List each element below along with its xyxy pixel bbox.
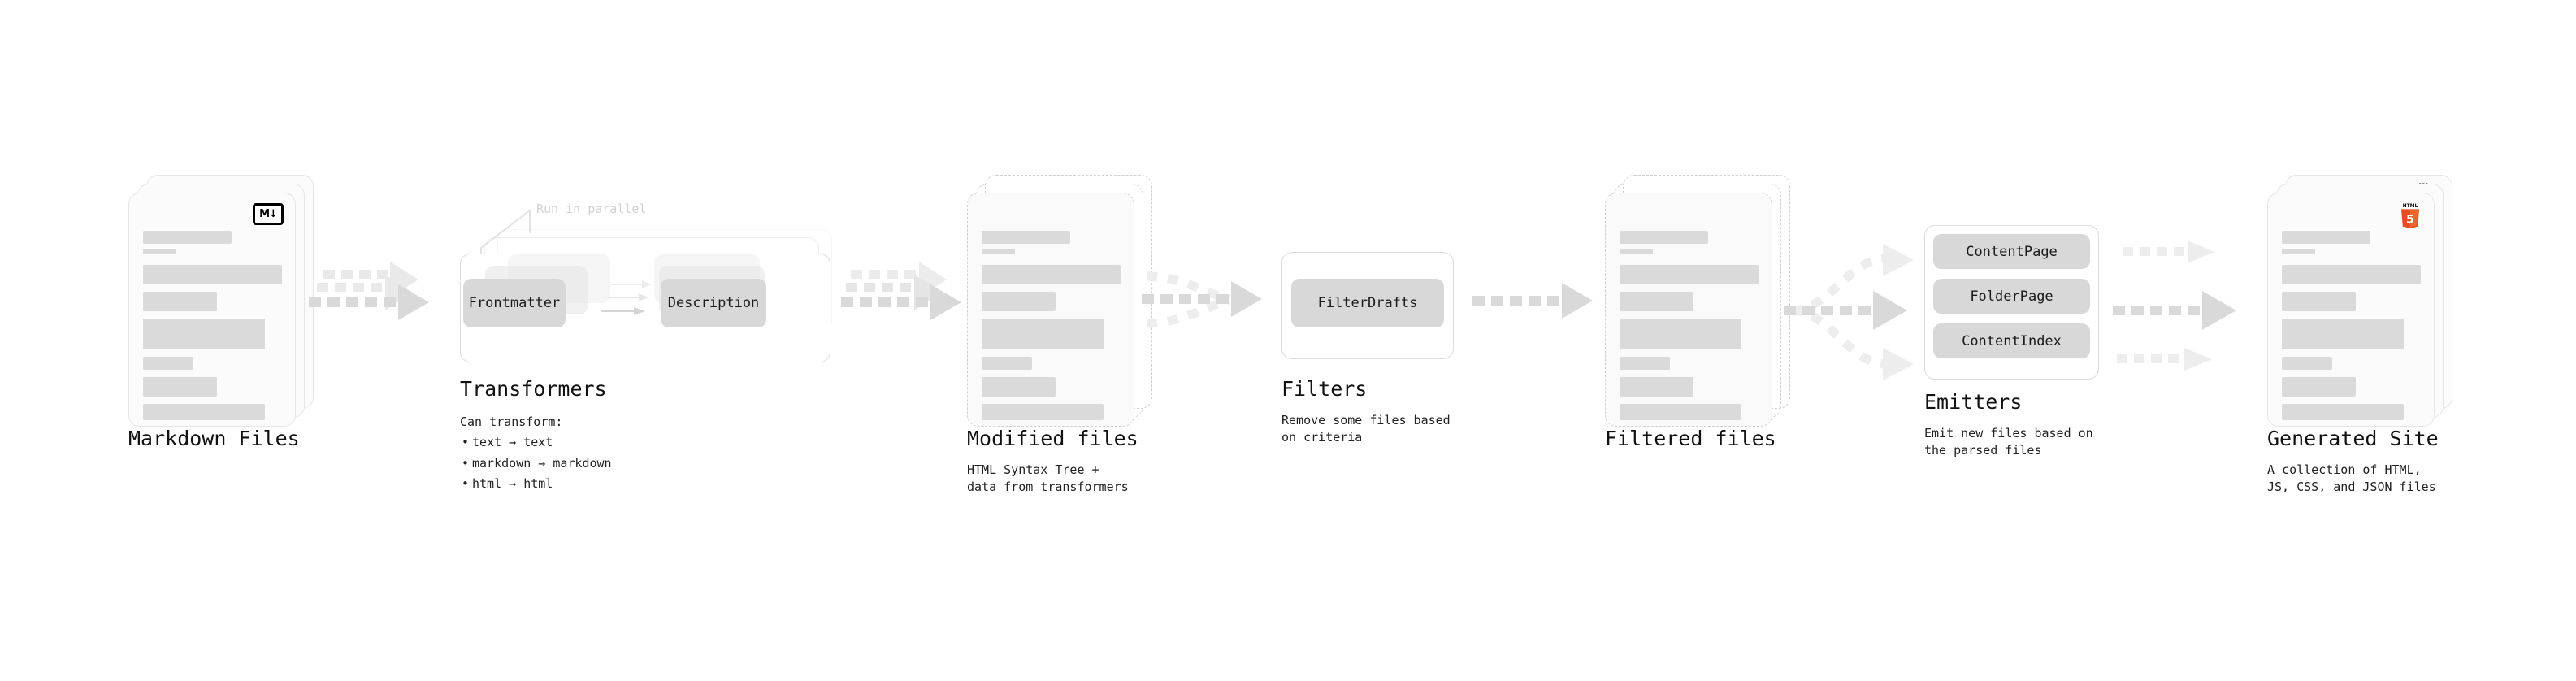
- skeleton-bar: [2282, 404, 2405, 420]
- arrow-emitters-to-site: [2113, 241, 2236, 371]
- modified-card-front: [967, 193, 1134, 427]
- skeleton-bar: [143, 377, 217, 397]
- skeleton-bar: [1620, 231, 1709, 244]
- skeleton-bar: [982, 357, 1032, 370]
- stage-title: Filters: [1281, 377, 1368, 401]
- stage-filtered-files: [1605, 175, 1790, 427]
- filtered-card-front: [1605, 193, 1772, 427]
- skeleton-bar: [2282, 377, 2356, 397]
- markdown-card-front: M↓: [128, 193, 296, 427]
- skeleton-bar: [982, 249, 1016, 254]
- run-in-parallel-label: Run in parallel: [536, 202, 647, 216]
- caption-filters: Filters Remove some files based on crite…: [1281, 377, 1451, 447]
- caption-filtered-files: Filtered files: [1605, 427, 1776, 450]
- stage-title: Markdown Files: [128, 427, 300, 450]
- generated-file-stack: CSS HTML 5: [2267, 175, 2452, 427]
- skeleton-bar: [1620, 404, 1742, 420]
- modified-file-stack: [967, 175, 1152, 427]
- skeleton-bar: [2282, 249, 2316, 254]
- skeleton-bar: [143, 265, 282, 284]
- html-card: HTML 5: [2267, 193, 2435, 427]
- skeleton-bar: [143, 404, 266, 420]
- skeleton-content: [2282, 231, 2421, 420]
- skeleton-bar: [982, 377, 1056, 397]
- skeleton-bar: [982, 231, 1071, 244]
- chip-contentpage[interactable]: ContentPage: [1933, 234, 2090, 269]
- list-item: markdown → markdown: [460, 453, 612, 475]
- stage-markdown-files: M↓ M↓ M↓: [128, 175, 314, 427]
- skeleton-content: [1620, 231, 1759, 420]
- arrow-markdown-to-transformers: [309, 262, 429, 320]
- markdown-file-stack: M↓ M↓ M↓: [128, 175, 314, 427]
- caption-generated-site: Generated Site A collection of HTML, JS,…: [2267, 427, 2439, 497]
- stage-title: Transformers: [460, 377, 607, 401]
- skeleton-bar: [2282, 231, 2371, 244]
- skeleton-bar: [1620, 265, 1759, 284]
- filtered-file-stack: [1605, 175, 1790, 427]
- svg-text:5: 5: [2406, 213, 2414, 226]
- markdown-badge-icon: M↓: [253, 203, 284, 225]
- chip-folderpage[interactable]: FolderPage: [1933, 279, 2090, 314]
- skeleton-bar: [1620, 319, 1742, 349]
- html5-badge-icon: HTML 5: [2398, 202, 2422, 232]
- stage-title: Filtered files: [1605, 427, 1776, 450]
- stage-generated-site: CSS HTML 5: [2267, 175, 2452, 427]
- stage-subtitle: Emit new files based on the parsed files: [1924, 426, 2093, 458]
- chip-filterdrafts[interactable]: FilterDrafts: [1291, 279, 1444, 327]
- caption-markdown-files: Markdown Files: [128, 427, 300, 450]
- caption-emitters: Emitters Emit new files based on the par…: [1924, 390, 2093, 460]
- skeleton-bar: [1620, 292, 1693, 311]
- list-item: text → text: [460, 432, 612, 453]
- skeleton-bar: [1620, 357, 1670, 370]
- skeleton-bar: [143, 357, 193, 370]
- stage-title: Modified files: [967, 427, 1138, 450]
- caption-transformers: Transformers Can transform: text → text …: [460, 377, 612, 495]
- stage-subtitle: A collection of HTML, JS, CSS, and JSON …: [2267, 462, 2436, 495]
- arrow-filtered-to-emitters: [1784, 244, 1914, 380]
- skeleton-bar: [143, 249, 177, 254]
- stage-subtitle: Can transform:: [460, 414, 563, 429]
- chip-description[interactable]: Description: [661, 279, 766, 327]
- skeleton-bar: [143, 319, 266, 349]
- chip-contentindex[interactable]: ContentIndex: [1933, 323, 2090, 358]
- skeleton-content: [982, 231, 1121, 420]
- arrow-transformers-to-modified: [841, 262, 961, 320]
- skeleton-bar: [982, 319, 1104, 349]
- chip-frontmatter[interactable]: Frontmatter: [463, 279, 566, 327]
- arrow-modified-to-filters: [1142, 271, 1262, 328]
- skeleton-bar: [2282, 319, 2405, 349]
- stage-modified-files: [967, 175, 1152, 427]
- skeleton-bar: [2282, 265, 2421, 284]
- arrow-filters-to-filtered: [1472, 283, 1593, 319]
- svg-text:HTML: HTML: [2403, 203, 2418, 209]
- transformer-inner-arrows: [601, 280, 652, 315]
- skeleton-bar: [1620, 249, 1654, 254]
- skeleton-bar: [1620, 377, 1693, 397]
- stage-subtitle: Remove some files based on criteria: [1281, 413, 1451, 445]
- transform-list: text → text markdown → markdown html → h…: [460, 432, 612, 495]
- skeleton-bar: [982, 404, 1104, 420]
- skeleton-bar: [2282, 292, 2356, 311]
- stage-title: Emitters: [1924, 390, 2023, 414]
- stage-subtitle: HTML Syntax Tree + data from transformer…: [967, 462, 1129, 495]
- skeleton-bar: [143, 231, 232, 244]
- list-item: html → html: [460, 474, 612, 495]
- skeleton-bar: [982, 265, 1121, 284]
- stage-title: Generated Site: [2267, 427, 2439, 450]
- caption-modified-files: Modified files HTML Syntax Tree + data f…: [967, 427, 1138, 497]
- skeleton-content: [143, 231, 282, 420]
- skeleton-bar: [143, 292, 217, 311]
- skeleton-bar: [2282, 357, 2332, 370]
- skeleton-bar: [982, 292, 1056, 311]
